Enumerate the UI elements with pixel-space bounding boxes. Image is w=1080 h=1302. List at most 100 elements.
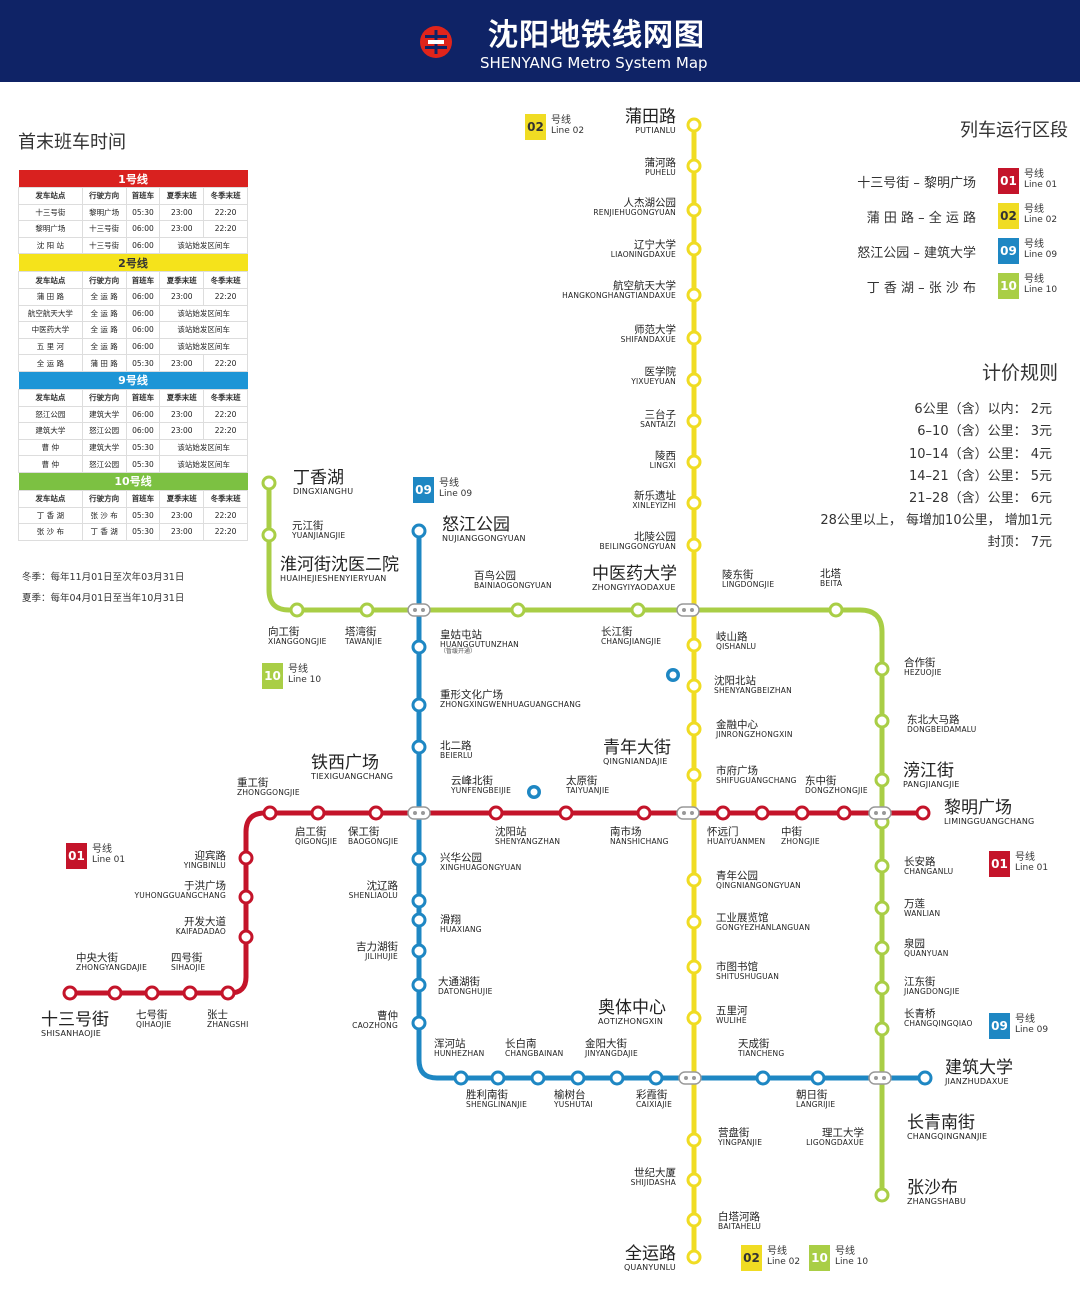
schedule-cell: 怒江公园 bbox=[81, 455, 127, 473]
line-10-badge: 10 bbox=[262, 663, 283, 689]
schedule-column-header-row: 发车站点行驶方向首班车夏季末班冬季末班 bbox=[18, 271, 248, 289]
station-name-cn: 长江街 bbox=[601, 626, 633, 638]
station-dot bbox=[874, 661, 890, 677]
route-line-badge: 09 bbox=[998, 238, 1019, 264]
schedule-cell: 06:00 bbox=[125, 220, 161, 238]
station-dot bbox=[686, 495, 702, 511]
station-dot bbox=[238, 889, 254, 905]
station-name-cn: 陵西 bbox=[655, 450, 676, 462]
station-name-en: CAIXIAJIE bbox=[636, 1100, 673, 1110]
station-name-en: BAOGONGJIE bbox=[348, 837, 399, 847]
line-02-badge: 02 bbox=[741, 1245, 762, 1271]
line-badge-en: Line 10 bbox=[288, 675, 322, 685]
line-badge-en: Line 01 bbox=[1024, 180, 1058, 190]
station-dot bbox=[144, 985, 160, 1001]
route-item: 十三号街 – 黎明广场 bbox=[850, 168, 1060, 194]
station-name-cn: 滂江街 bbox=[903, 761, 954, 781]
line-badge-cn: 号线 bbox=[1015, 852, 1035, 863]
station-name-en: YUNFENGBEIJIE bbox=[451, 786, 512, 796]
line-09-badge: 09 bbox=[989, 1013, 1010, 1039]
station-dot bbox=[262, 805, 278, 821]
schedule-cell: 该站始发区间车 bbox=[159, 438, 248, 457]
line-badge-cn: 号线 bbox=[1024, 204, 1044, 215]
schedule-cell: 06:00 bbox=[125, 287, 161, 306]
station-dot bbox=[411, 639, 427, 655]
station-name-en: SHENGLINANJIE bbox=[466, 1100, 528, 1110]
station-dot bbox=[570, 1070, 586, 1086]
station-name-en: SHIFUGUANGCHANG bbox=[716, 776, 797, 786]
schedule-cell: 23:00 bbox=[159, 203, 205, 222]
transfer-markers bbox=[407, 603, 892, 1085]
station-name-en: SHENYANGBEIZHAN bbox=[714, 686, 792, 696]
station-dot bbox=[686, 1010, 702, 1026]
summer-season-note: 夏季：每年04月01日至当年10月31日 bbox=[22, 593, 185, 604]
station-dot bbox=[368, 805, 384, 821]
schedule-cell: 中医药大学 bbox=[18, 321, 83, 339]
schedule-line-header: 10号线 bbox=[18, 472, 248, 491]
station-name-cn: 丁香湖 bbox=[293, 468, 344, 488]
station-name-cn: 浑河站 bbox=[434, 1038, 466, 1050]
station-name-cn: 东中街 bbox=[805, 775, 837, 787]
station-dot bbox=[609, 1070, 625, 1086]
schedule-column-header: 首班车 bbox=[125, 187, 161, 205]
schedule-cell: 十三号街 bbox=[81, 236, 127, 255]
station-name-en: HUAXIANG bbox=[440, 925, 482, 935]
schedule-title: 首末班车时间 bbox=[18, 132, 126, 153]
schedule-cell: 曹 仲 bbox=[18, 455, 83, 473]
schedule-line-name: 2号线 bbox=[18, 253, 248, 272]
route-item: 蒲 田 路 – 全 运 路 bbox=[850, 203, 1060, 229]
station-name-cn: 北陵公园 bbox=[634, 531, 676, 543]
schedule-line-name: 10号线 bbox=[18, 472, 248, 491]
schedule-cell: 22:20 bbox=[203, 287, 248, 306]
transfer-dot bbox=[682, 608, 686, 612]
station-name-en: CAOZHONG bbox=[352, 1021, 398, 1031]
station-dot bbox=[62, 985, 78, 1001]
station-name-cn: 航空航天大学 bbox=[613, 280, 676, 292]
station-name-en: XIANGGONGJIE bbox=[268, 637, 327, 647]
transfer-dot bbox=[682, 811, 686, 815]
schedule-cell: 该站始发区间车 bbox=[159, 321, 248, 339]
station-name-cn: 黎明广场 bbox=[944, 798, 1012, 818]
station-name-cn: 胜利南街 bbox=[466, 1089, 508, 1101]
station-name-en: GONGYEZHANLANGUAN bbox=[716, 923, 811, 933]
station-name-en: ZHANGSHI bbox=[207, 1020, 249, 1030]
station-dot bbox=[686, 1249, 702, 1265]
line-01-badge: 01 bbox=[989, 851, 1010, 877]
station-dot bbox=[686, 241, 702, 257]
schedule-cell: 23:00 bbox=[159, 523, 205, 541]
station-name-cn: 全运路 bbox=[625, 1244, 676, 1264]
transfer-station-marker bbox=[407, 603, 431, 617]
station-dot bbox=[107, 985, 123, 1001]
station-name-cn: 蒲田路 bbox=[625, 107, 676, 127]
station-name-en: WULIHE bbox=[716, 1016, 747, 1026]
schedule-cell: 05:30 bbox=[125, 203, 161, 222]
station-name-cn: 青年大街 bbox=[603, 738, 671, 758]
transfer-station-marker bbox=[676, 603, 700, 617]
schedule-line-header: 9号线 bbox=[18, 371, 248, 390]
station-name-cn: 铁西广场 bbox=[311, 753, 379, 773]
station-name-cn: 启工街 bbox=[295, 826, 327, 838]
schedule-column-header: 首班车 bbox=[125, 489, 161, 508]
station-name-en: ZHONGJIE bbox=[781, 837, 820, 847]
schedule-cell: 23:00 bbox=[159, 506, 205, 525]
station-name-en: BAITAHELU bbox=[718, 1222, 762, 1232]
station-name-en: CHANGJIANGJIE bbox=[601, 637, 662, 647]
